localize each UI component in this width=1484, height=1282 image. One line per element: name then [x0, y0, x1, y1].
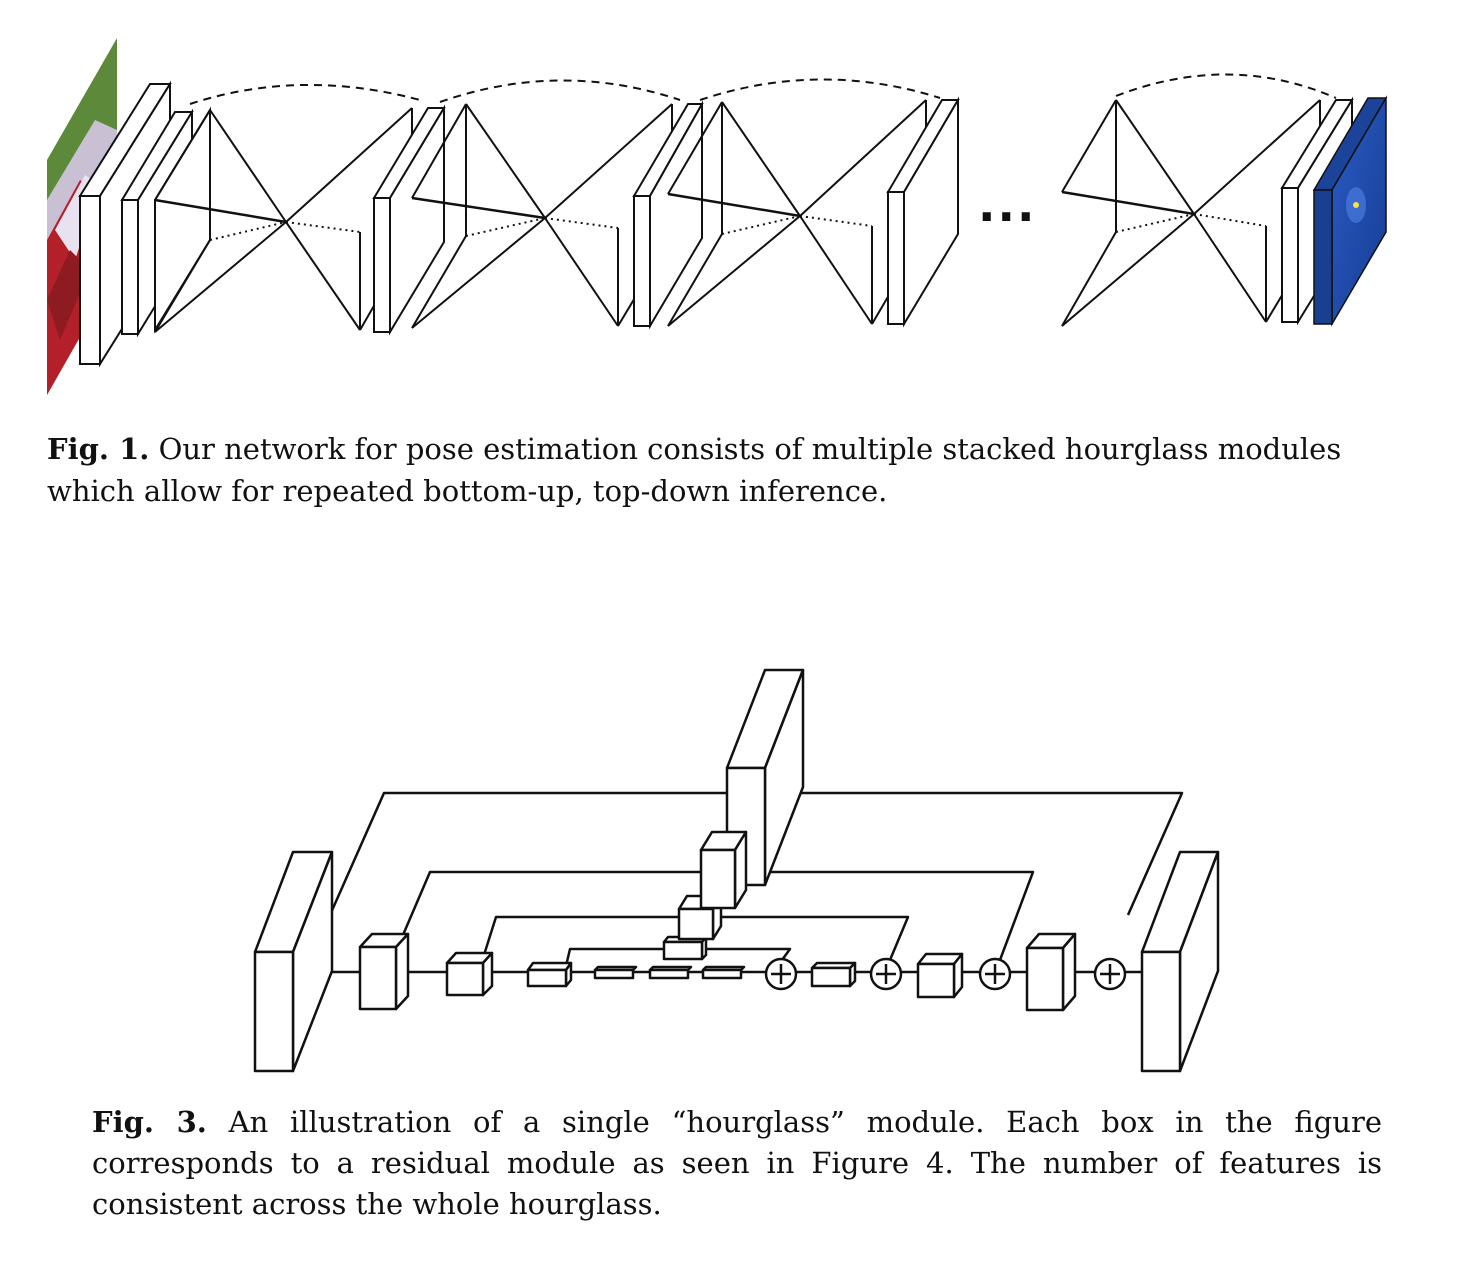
encoder-block-1 [358, 932, 410, 1011]
bottleneck-block-2 [648, 965, 693, 980]
figure-3-diagram [253, 668, 1220, 1073]
figure-1-label: Fig. 1. [47, 432, 150, 466]
skip-block-large [699, 830, 748, 910]
figure-3-caption: Fig. 3. An illustration of a single “hou… [92, 1102, 1382, 1225]
decoder-block-3 [1025, 932, 1077, 1012]
more-modules-ellipsis: ... [978, 178, 1037, 232]
right-output-block [1140, 850, 1220, 1073]
encoder-block-2 [445, 951, 494, 997]
output-heatmap [1312, 95, 1388, 327]
decoder-block-1 [810, 961, 857, 988]
encoder-block-3 [526, 961, 573, 988]
addition-node-3 [978, 957, 1012, 991]
bottleneck-block-3 [701, 965, 746, 980]
hourglass-2 [411, 79, 681, 329]
left-input-block [253, 850, 334, 1073]
addition-node-2 [869, 957, 903, 991]
figure-1-caption: Fig. 1. Our network for pose estimation … [47, 428, 1392, 512]
addition-node-1 [764, 957, 798, 991]
figure-3-caption-text: An illustration of a single “hourglass” … [92, 1105, 1382, 1221]
figure-1-caption-text: Our network for pose estimation consists… [47, 432, 1342, 508]
figure-1-diagram [47, 38, 1388, 395]
figure-3-label: Fig. 3. [92, 1105, 207, 1139]
skip-block-small [662, 935, 708, 961]
input-blocks [78, 80, 211, 368]
bottleneck-block-1 [593, 965, 638, 980]
decoder-block-2 [916, 952, 964, 999]
addition-node-4 [1093, 957, 1127, 991]
